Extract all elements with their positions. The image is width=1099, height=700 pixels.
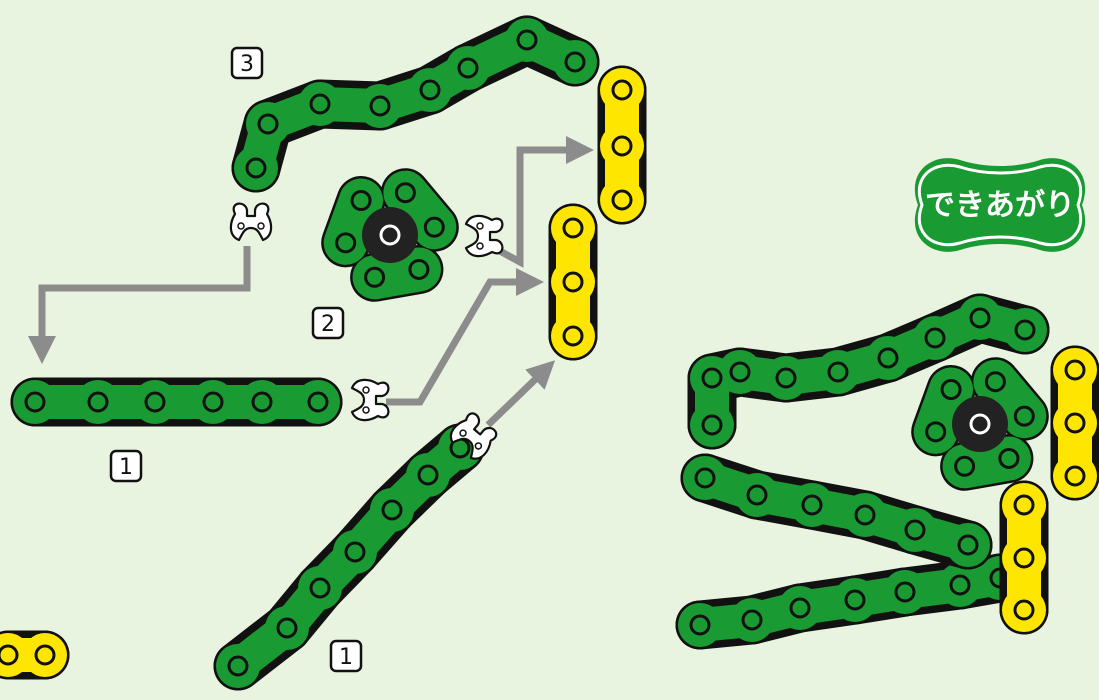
chain-pin — [1066, 467, 1084, 485]
chain-pin — [613, 191, 631, 209]
chain-pin — [253, 393, 271, 411]
chain-pin — [1015, 496, 1033, 514]
chain-pin — [691, 616, 709, 634]
hub-icon — [362, 207, 418, 263]
chain-pin — [959, 536, 977, 554]
chain-pin — [731, 363, 749, 381]
chain-pin — [564, 273, 582, 291]
chain-step3 — [232, 16, 600, 193]
step-label-2: 2 — [313, 308, 343, 338]
chain-pin — [1015, 549, 1033, 567]
chain-pin — [971, 309, 989, 327]
hub-pin — [956, 457, 974, 475]
chain-pin — [743, 611, 761, 629]
chain-pin — [703, 369, 721, 387]
chain-pin — [346, 543, 364, 561]
chain-pin — [564, 327, 582, 345]
clip-step3 chain-clip-icon — [231, 204, 271, 240]
chain-yellow-upper — [598, 66, 647, 225]
step-label-1-bottom-text: 1 — [339, 645, 353, 670]
chain-yellow-partial — [0, 631, 70, 680]
chain-step1-horizontal — [11, 378, 343, 427]
chain-pin — [926, 329, 944, 347]
chain-pin — [371, 97, 389, 115]
chain-pin — [421, 81, 439, 99]
arrow-step1d-to-yellow arrow-icon — [488, 370, 545, 425]
hub-final — [927, 373, 1034, 476]
chain-pin — [906, 521, 924, 539]
hub-icon — [952, 396, 1008, 452]
hub-pin — [1000, 449, 1018, 467]
hub-pin — [942, 381, 960, 399]
chain-pin — [89, 393, 107, 411]
hub-pin — [927, 423, 945, 441]
step-label-3: 3 — [232, 48, 262, 78]
hub-pin — [425, 218, 443, 236]
hub-pin — [366, 268, 384, 286]
chain-pin — [566, 53, 584, 71]
chain-pin — [703, 416, 721, 434]
step-label-1-left: 1 — [111, 451, 141, 481]
chain-pin — [896, 583, 914, 601]
chain-pin — [846, 591, 864, 609]
chain-pin — [518, 31, 536, 49]
chain-pin — [1016, 321, 1034, 339]
chain-pin — [36, 646, 54, 664]
chain-pin — [311, 95, 329, 113]
chain-pin — [204, 393, 222, 411]
hub-step2 — [337, 184, 444, 287]
hub-pin — [1015, 407, 1033, 425]
hub-pin — [352, 192, 370, 210]
clip-step2 chain-clip-icon — [466, 216, 502, 256]
chain-pin — [146, 393, 164, 411]
chain-pin — [748, 486, 766, 504]
arrow-step3-to-step1 arrow-icon — [42, 246, 247, 350]
chain-pin — [777, 369, 795, 387]
chain-pin — [1066, 361, 1084, 379]
chain-final-yellow-a — [1051, 346, 1099, 501]
chain-pin — [383, 501, 401, 519]
chain-pin — [247, 159, 265, 177]
hub-pin — [337, 234, 355, 252]
chain-yellow-lower — [549, 204, 598, 361]
chain-pin — [696, 469, 714, 487]
chain-pin — [229, 657, 247, 675]
chain-pin — [613, 81, 631, 99]
chain-pin — [309, 393, 327, 411]
completed-badge-text: できあがり — [925, 188, 1075, 223]
chain-pin — [613, 137, 631, 155]
chain-pin — [856, 506, 874, 524]
completed-badge: できあがり — [915, 158, 1085, 252]
chain-pin — [1066, 414, 1084, 432]
hub-pin — [410, 260, 428, 278]
chain-pin — [459, 59, 477, 77]
chain-pin — [26, 393, 44, 411]
hub-pin — [986, 373, 1004, 391]
step-label-1-bottom: 1 — [331, 641, 361, 671]
chain-pin — [564, 219, 582, 237]
chain-pin — [419, 466, 437, 484]
chain-pin — [1015, 601, 1033, 619]
chain-pin — [803, 496, 821, 514]
arrow-step1h-to-yellow arrow-icon — [386, 282, 530, 402]
chain-pin — [0, 646, 17, 664]
chain-pin — [951, 576, 969, 594]
hub-pin — [396, 184, 414, 202]
chain-final-yellow-b — [1000, 481, 1049, 635]
chain-pin — [278, 619, 296, 637]
chain-pin — [311, 579, 329, 597]
step-label-3-text: 3 — [240, 52, 254, 77]
clip-step1-h chain-clip-icon — [352, 380, 388, 420]
chain-pin — [259, 115, 277, 133]
step-label-1-left-text: 1 — [119, 455, 133, 480]
step-label-2-text: 2 — [321, 312, 335, 337]
chain-pin — [791, 599, 809, 617]
chains-layer — [0, 16, 1099, 691]
chain-pin — [879, 349, 897, 367]
chain-pin — [829, 363, 847, 381]
